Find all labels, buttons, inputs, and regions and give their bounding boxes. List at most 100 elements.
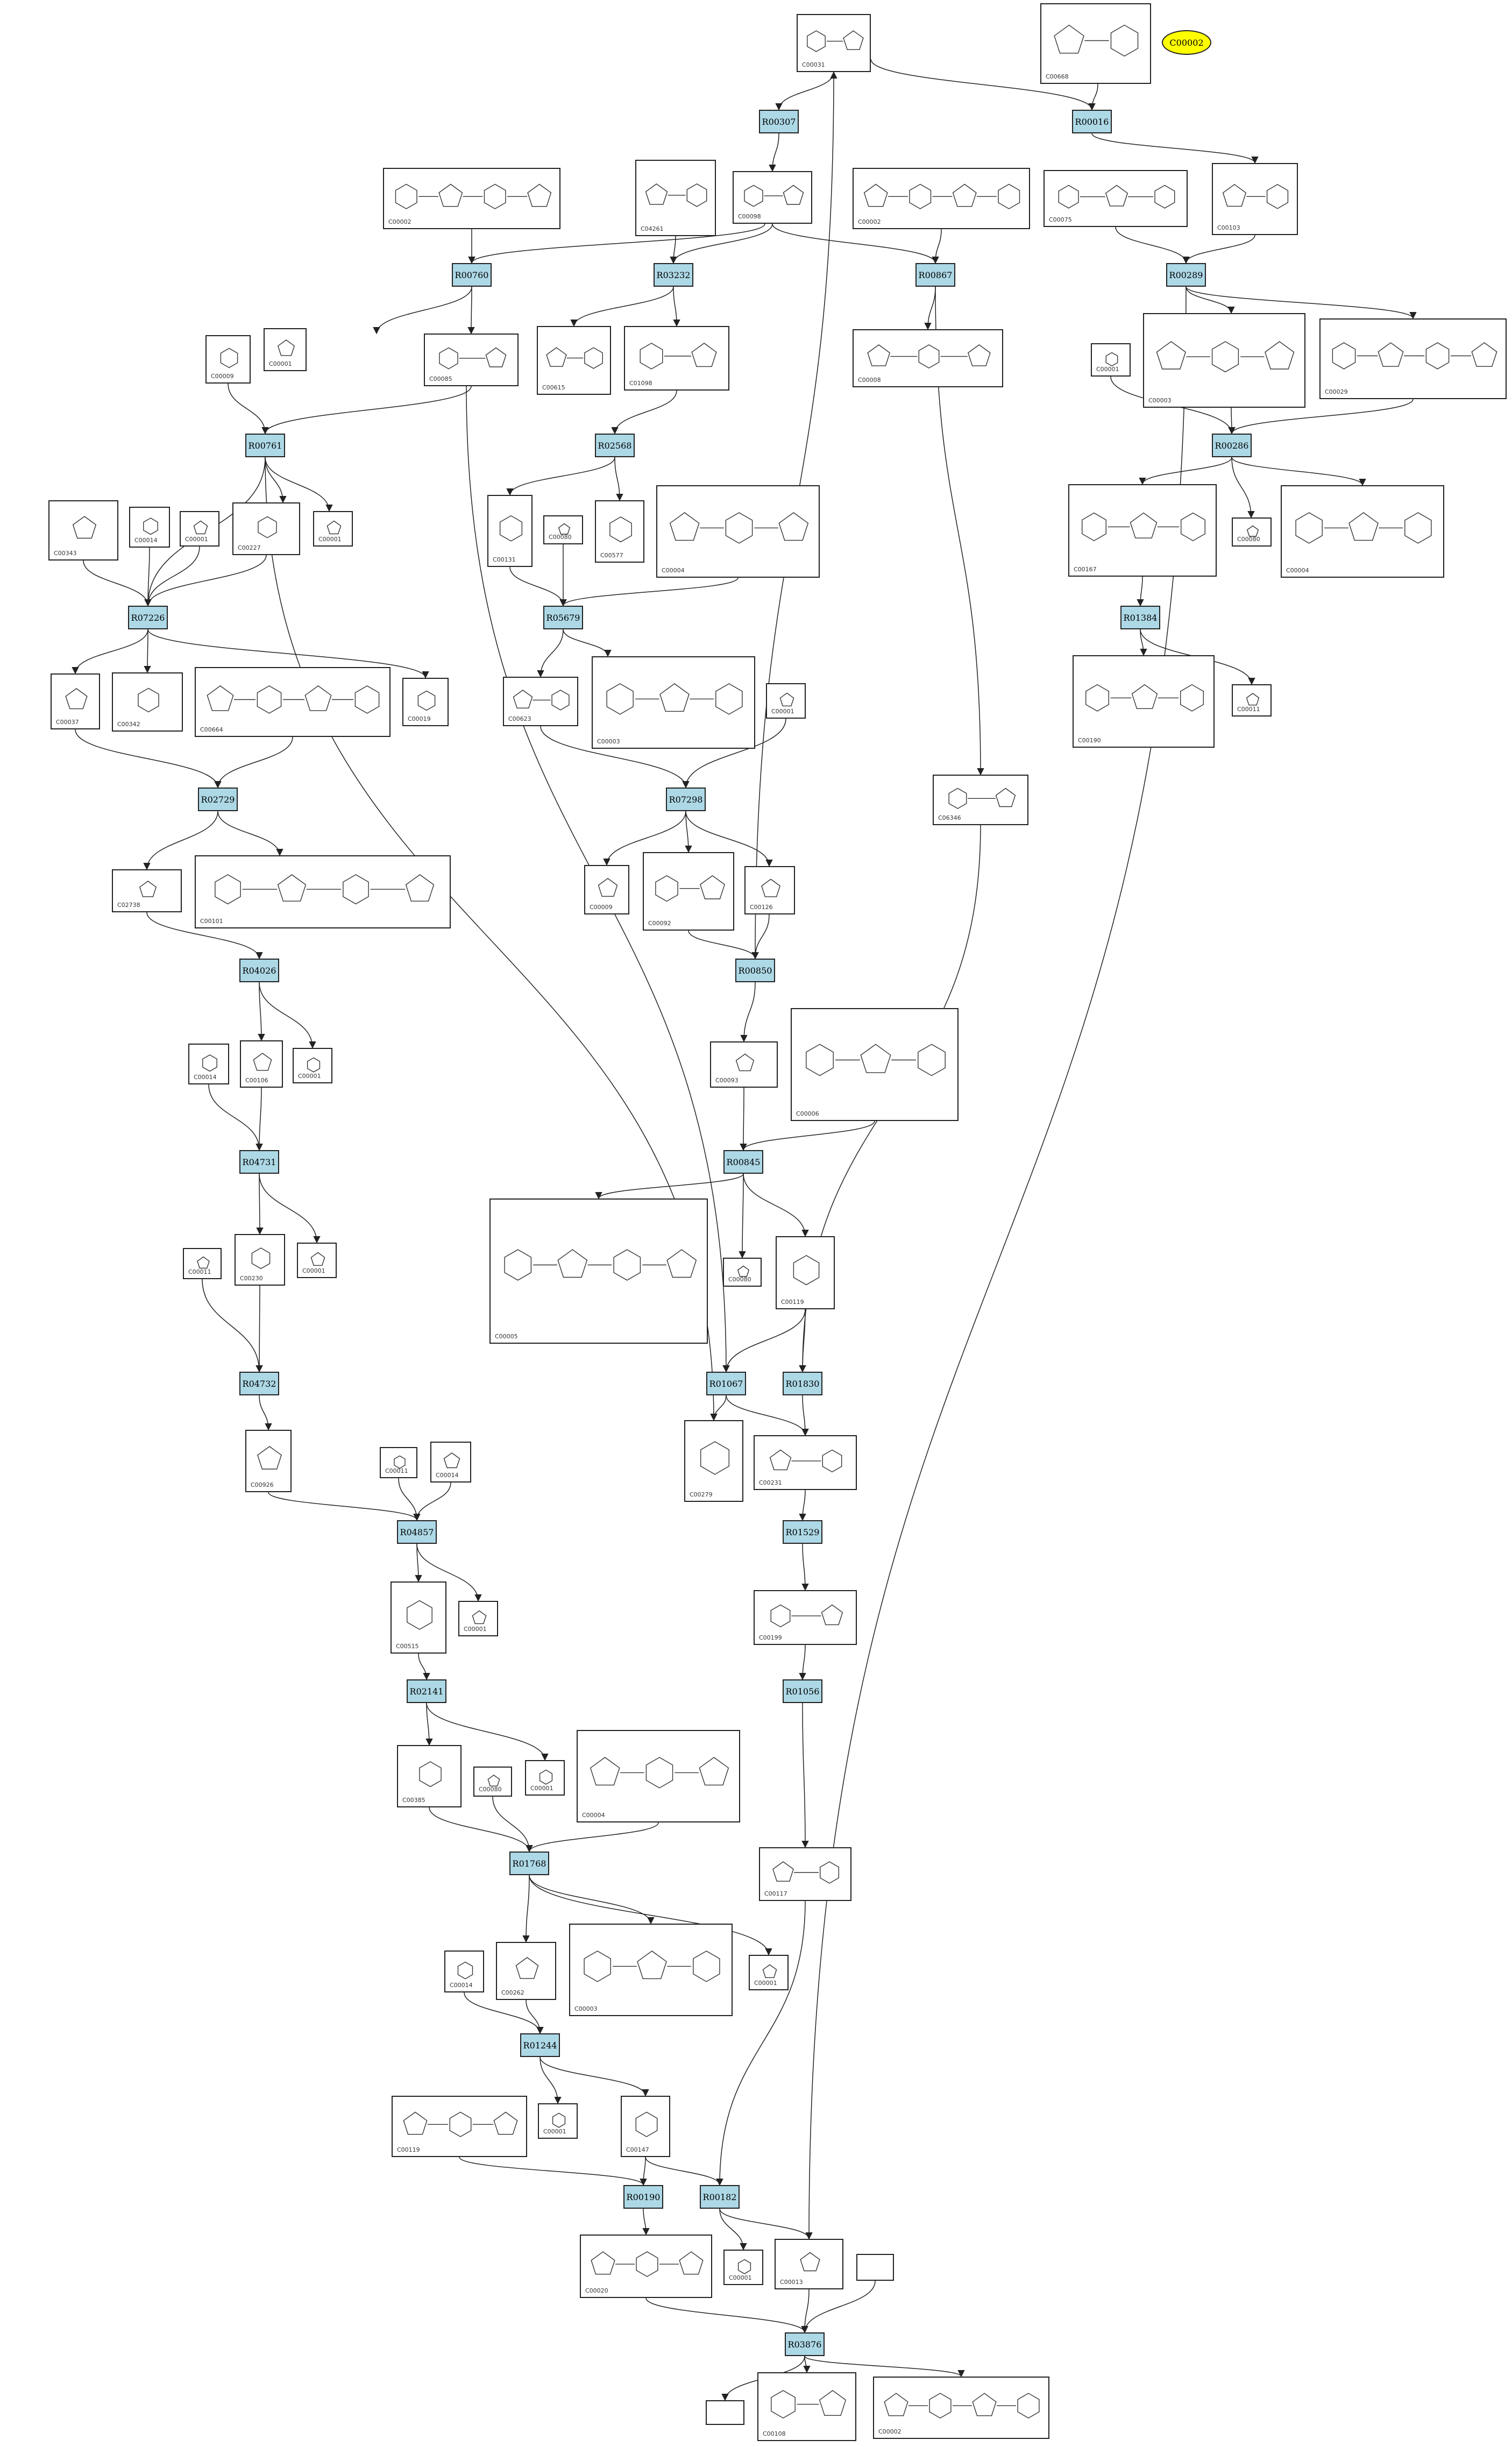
compound-node[interactable]: C00004 [656,485,820,578]
reaction-node[interactable]: R03232 [654,263,693,287]
compound-node[interactable]: C00029 [1319,318,1507,399]
compound-node[interactable]: C00623 [503,677,578,726]
compound-node[interactable]: C00011 [1232,684,1272,717]
compound-node[interactable]: C00119 [776,1236,835,1309]
compound-node[interactable]: C00092 [643,852,734,931]
reaction-node[interactable]: R07226 [128,606,168,629]
compound-node[interactable]: C00926 [245,1430,292,1492]
compound-node[interactable]: C00262 [496,1942,556,2000]
compound-node[interactable]: C00167 [1068,484,1217,577]
compound-node[interactable]: C00009 [205,335,251,384]
compound-node[interactable]: C00108 [757,2372,856,2441]
reaction-node[interactable]: R00850 [735,959,775,982]
compound-node[interactable]: C00227 [232,502,300,555]
compound-node[interactable]: C00385 [397,1745,462,1807]
compound-node[interactable]: C00001 [297,1243,337,1278]
compound-node[interactable]: C06346 [933,775,1028,825]
compound-node[interactable]: C00003 [1143,313,1305,408]
reaction-node[interactable]: R01768 [509,1852,549,1875]
compound-node[interactable]: C00342 [112,672,183,732]
reaction-node[interactable]: R04731 [239,1150,279,1174]
compound-node[interactable]: C00231 [754,1435,857,1490]
compound-node[interactable]: C00515 [391,1581,446,1654]
compound-node[interactable]: C00343 [48,500,118,561]
reaction-node[interactable]: R04026 [239,959,279,982]
compound-node[interactable]: C00001 [180,511,219,547]
compound-node[interactable]: C00080 [473,1767,512,1797]
compound-node[interactable]: C00009 [584,865,629,914]
compound-node[interactable]: C00001 [458,1601,498,1636]
compound-node[interactable]: C00008 [853,329,1003,387]
compound-node[interactable]: C00002 [383,168,560,229]
reaction-node[interactable]: R00286 [1212,434,1252,457]
compound-node[interactable]: C00119 [392,2096,527,2157]
reaction-node[interactable]: R02141 [407,1679,446,1703]
reaction-node[interactable]: R01384 [1120,606,1160,629]
reaction-node[interactable]: R01067 [706,1372,746,1395]
compound-node[interactable]: C00230 [235,1234,285,1286]
compound-node[interactable]: C00031 [797,14,871,72]
compound-node[interactable]: C00004 [577,1730,740,1822]
reaction-node[interactable]: R00182 [700,2185,740,2209]
compound-node[interactable]: C00002 [853,168,1030,229]
compound-node[interactable]: C04261 [635,160,716,236]
compound-node[interactable]: C00190 [1073,655,1215,748]
compound-node[interactable]: C00011 [183,1248,222,1279]
reaction-node[interactable]: R00760 [452,263,492,287]
compound-node[interactable]: C00005 [489,1198,708,1344]
compound-node[interactable]: C00117 [759,1847,851,1901]
compound-node[interactable]: C00003 [569,1924,733,2016]
compound-node[interactable]: C00003 [592,656,755,749]
compound-node[interactable]: C00279 [684,1420,743,1502]
compound-node[interactable]: C00615 [537,326,611,395]
compound-node[interactable]: C00664 [195,667,391,737]
reaction-node[interactable]: R03876 [785,2332,825,2356]
compound-node[interactable]: C00001 [749,1955,789,1990]
compound-node[interactable]: C00014 [188,1044,229,1084]
compound-node[interactable]: C00001 [723,2250,763,2285]
compound-node[interactable]: C00147 [621,2096,670,2157]
reaction-node[interactable]: R00307 [759,110,799,133]
compound-node[interactable]: C01098 [624,326,729,391]
compound-node[interactable]: C00126 [744,866,795,914]
reaction-node[interactable]: R01244 [520,2033,560,2057]
compound-node[interactable]: C00080 [543,515,583,544]
compound-node[interactable]: C00093 [710,1041,778,1088]
compound-node[interactable]: C00020 [580,2235,712,2298]
compound-node[interactable]: C00001 [313,511,353,547]
reaction-node[interactable]: R02729 [198,788,238,811]
compound-node[interactable]: C00037 [51,673,100,729]
compound-node[interactable]: C00668 [1040,3,1151,84]
reaction-node[interactable]: R04732 [239,1372,279,1395]
reaction-node[interactable]: R00016 [1072,110,1112,133]
compound-node[interactable]: C00085 [424,334,519,386]
compound-node[interactable]: C00577 [595,500,644,563]
compound-node[interactable]: C00199 [754,1590,857,1645]
reaction-node[interactable]: R00190 [623,2185,663,2209]
reaction-node[interactable]: R05679 [543,606,583,629]
compound-node[interactable]: C00014 [129,507,170,548]
compound-node[interactable]: C00101 [195,855,451,928]
reaction-node[interactable]: R01056 [783,1679,822,1703]
reaction-node[interactable]: R04857 [397,1520,437,1544]
compound-node[interactable]: C00098 [733,171,812,224]
compound-node[interactable]: C00011 [380,1447,417,1478]
compound-node[interactable]: C00001 [293,1048,332,1083]
compound-node[interactable]: C00006 [791,1008,959,1121]
compound-node[interactable]: C00013 [775,2239,843,2289]
compound-node[interactable]: C00106 [240,1040,283,1088]
reaction-node[interactable]: R02568 [595,434,635,457]
compound-node[interactable]: C00002 [873,2377,1049,2439]
compound-node[interactable]: C00001 [525,1760,565,1796]
compound-node[interactable]: C00080 [723,1258,762,1287]
compound-node[interactable]: C00004 [1281,485,1444,578]
compound-node[interactable]: C00001 [1091,343,1131,377]
reaction-node[interactable]: R00761 [245,434,285,457]
compound-node[interactable]: C00014 [430,1442,471,1483]
compound-node[interactable]: C00075 [1044,170,1188,227]
compound-node[interactable]: C00014 [444,1950,484,1992]
compound-node[interactable]: C00131 [487,495,533,567]
compound-node[interactable]: C00019 [402,678,449,726]
compound-node[interactable]: C00001 [538,2103,578,2139]
highlight-node[interactable]: C00002 [1162,30,1211,55]
